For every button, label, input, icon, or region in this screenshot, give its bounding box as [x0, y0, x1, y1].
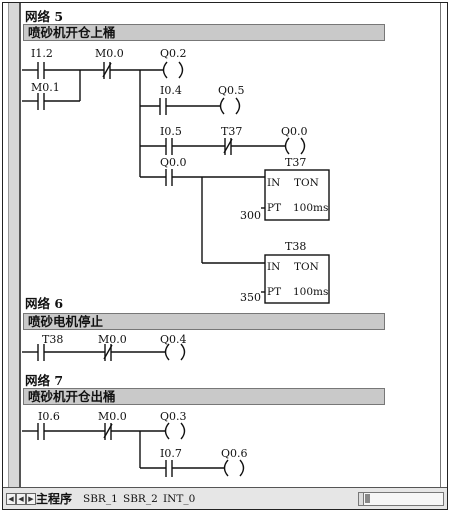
contact-i0-6[interactable]	[37, 423, 45, 440]
network-5-title[interactable]: 网络 5	[25, 9, 64, 24]
contact-i0-5[interactable]	[165, 138, 173, 155]
contact-t38[interactable]	[37, 344, 45, 361]
label-q0-4: Q0.4	[160, 333, 187, 346]
ladder-diagram: I1.2 M0.0 Q0.2 M0.1 I0.4 Q0.5 I0.5 T37 Q…	[22, 47, 330, 477]
timer-t37-pt: PT	[267, 202, 281, 214]
contact-m0-0-nc-net7[interactable]	[103, 423, 113, 440]
label-q0-2: Q0.2	[160, 47, 187, 60]
timer-t38-type: TON	[294, 261, 319, 273]
label-i1-2: I1.2	[31, 47, 53, 60]
tab-sbr-1[interactable]: SBR_1	[83, 493, 118, 505]
rung-gutter	[8, 3, 21, 487]
coil-q0-0[interactable]	[284, 137, 306, 155]
label-q0-3: Q0.3	[160, 410, 187, 423]
contact-q0-0[interactable]	[165, 169, 173, 186]
network-6-comment[interactable]: 喷砂电机停止	[23, 313, 385, 330]
timer-t37-box[interactable]	[264, 169, 330, 221]
timer-t38-in: IN	[267, 261, 280, 273]
contact-i0-4[interactable]	[159, 98, 167, 115]
first-tab-button[interactable]: ◀	[6, 493, 16, 505]
tab-main-program[interactable]: 主程序	[36, 492, 73, 506]
label-i0-7: I0.7	[160, 447, 182, 460]
coil-q0-4[interactable]	[164, 343, 186, 361]
program-tab-bar: ◀ ◀ ▶ 主程序 SBR_1 SBR_2 INT_0	[3, 487, 447, 509]
label-q0-0-contact: Q0.0	[160, 156, 187, 169]
label-i0-6: I0.6	[38, 410, 60, 423]
coil-q0-2[interactable]	[162, 61, 184, 79]
contact-m0-0-nc-net6[interactable]	[103, 344, 113, 361]
contact-t37-nc[interactable]	[223, 138, 233, 155]
scroll-thumb[interactable]	[365, 494, 370, 503]
prev-tab-button[interactable]: ◀	[16, 493, 26, 505]
timer-t38-base: 100ms	[293, 286, 328, 298]
timer-t37-in: IN	[267, 177, 280, 189]
timer-t38-pt: PT	[267, 286, 281, 298]
scroll-left-arrow[interactable]	[359, 493, 364, 505]
network-5-comment[interactable]: 喷砂机开仓上桶	[23, 24, 385, 41]
label-t38: T38	[42, 333, 63, 346]
contact-m0-0-nc[interactable]	[102, 62, 112, 79]
label-t37-contact: T37	[221, 125, 242, 138]
next-tab-button[interactable]: ▶	[26, 493, 36, 505]
timer-t37-base: 100ms	[293, 202, 328, 214]
contact-m0-1[interactable]	[37, 93, 45, 110]
timer-t38-preset[interactable]: 350	[240, 291, 261, 304]
network-7-comment[interactable]: 喷砂机开仓出桶	[23, 388, 385, 405]
label-i0-5: I0.5	[160, 125, 182, 138]
label-m0-0-net6: M0.0	[98, 333, 127, 346]
coil-q0-3[interactable]	[164, 422, 186, 440]
coil-q0-6[interactable]	[223, 459, 245, 477]
timer-t38-box[interactable]	[264, 254, 330, 304]
label-q0-5: Q0.5	[218, 84, 245, 97]
tab-sbr-2[interactable]: SBR_2	[123, 493, 158, 505]
timer-t37-type: TON	[294, 177, 319, 189]
label-m0-1: M0.1	[31, 81, 60, 94]
ladder-editor-window	[2, 2, 448, 510]
label-q0-6: Q0.6	[221, 447, 248, 460]
label-q0-0-coil: Q0.0	[281, 125, 308, 138]
coil-q0-5[interactable]	[219, 97, 241, 115]
label-m0-0: M0.0	[95, 47, 124, 60]
label-i0-4: I0.4	[160, 84, 182, 97]
contact-i1-2[interactable]	[22, 62, 45, 79]
editor-right-edge	[440, 3, 446, 487]
timer-t37-name: T37	[285, 156, 306, 169]
label-m0-0-net7: M0.0	[98, 410, 127, 423]
timer-t37-preset[interactable]: 300	[240, 209, 261, 222]
contact-i0-7[interactable]	[165, 460, 173, 477]
timer-t38-name: T38	[285, 240, 306, 253]
network-6-title[interactable]: 网络 6	[25, 296, 64, 311]
network-7-title[interactable]: 网络 7	[25, 373, 64, 388]
tab-int-0[interactable]: INT_0	[163, 493, 196, 505]
horizontal-scrollbar[interactable]	[358, 492, 444, 506]
